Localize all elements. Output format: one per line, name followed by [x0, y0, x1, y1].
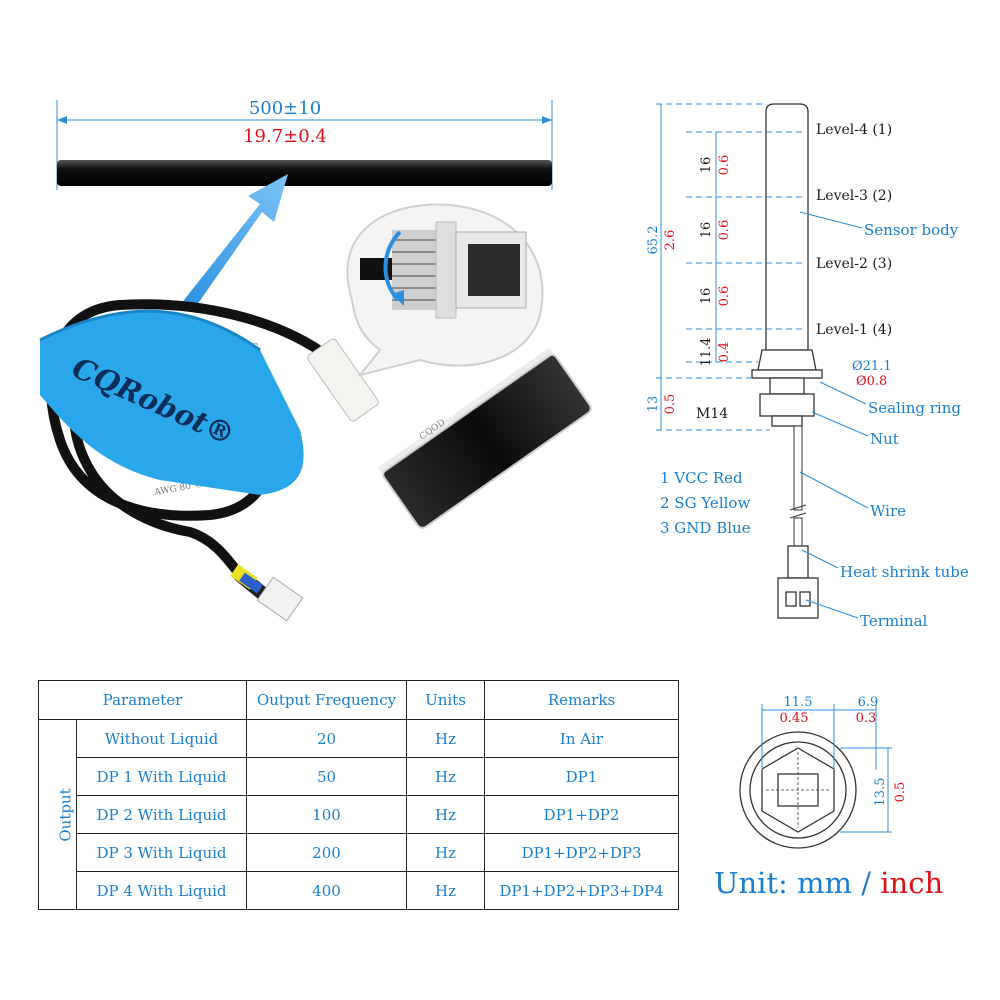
row-parameter: DP 4 With Liquid [76, 871, 247, 910]
row-remark: DP1+DP2 [484, 795, 679, 834]
svg-text:11.5: 11.5 [784, 695, 813, 710]
photo-connector [230, 564, 304, 622]
svg-text:0.45: 0.45 [780, 711, 809, 726]
technical-drawing [656, 103, 823, 619]
header-units: Units [406, 680, 485, 720]
svg-text:0.5: 0.5 [663, 394, 678, 415]
header-parameter: Parameter [38, 680, 247, 720]
svg-text:11.4: 11.4 [699, 338, 714, 367]
row-remark: In Air [484, 719, 679, 758]
svg-text:0.4: 0.4 [717, 342, 732, 363]
unit-label-inch: inch [880, 866, 944, 900]
svg-text:65.2: 65.2 [646, 226, 661, 255]
svg-text:Sealing ring: Sealing ring [868, 399, 961, 417]
svg-text:2 SG Yellow: 2 SG Yellow [660, 494, 750, 512]
svg-text:Ø21.1: Ø21.1 [852, 359, 892, 374]
svg-text:Sensor body: Sensor body [864, 221, 959, 239]
svg-text:2.6: 2.6 [663, 230, 678, 251]
svg-text:3 GND Blue: 3 GND Blue [660, 519, 751, 537]
level-labels: Level-4 (1) Level-3 (2) Level-2 (3) Leve… [816, 122, 892, 338]
row-frequency: 200 [246, 833, 407, 872]
row-unit: Hz [406, 795, 485, 834]
header-remarks: Remarks [484, 680, 679, 720]
svg-text:0.6: 0.6 [717, 220, 732, 241]
row-parameter: DP 1 With Liquid [76, 757, 247, 796]
thread-closeup [346, 203, 544, 377]
svg-text:1 VCC Red: 1 VCC Red [660, 469, 743, 487]
unit-label-mm: Unit: mm [714, 866, 853, 900]
svg-text:16: 16 [699, 222, 714, 239]
table-row: Output Without Liquid 20 Hz In Air [38, 719, 679, 910]
svg-text:0.3: 0.3 [856, 711, 877, 726]
pin-list: 1 VCC Red 2 SG Yellow 3 GND Blue [660, 469, 751, 537]
unit-label-slash: / [852, 866, 881, 900]
svg-text:Ø0.8: Ø0.8 [856, 374, 887, 389]
row-parameter: Without Liquid [76, 719, 247, 758]
svg-text:Level-2 (3): Level-2 (3) [816, 256, 892, 272]
side-dimension-labels: 65.2 2.6 16 0.6 16 0.6 16 0.6 11.4 0.4 1… [646, 155, 892, 422]
cable-length-mm: 500±10 [249, 98, 321, 119]
row-remark: DP1 [484, 757, 679, 796]
header-frequency: Output Frequency [246, 680, 407, 720]
row-parameter: DP 3 With Liquid [76, 833, 247, 872]
row-unit: Hz [406, 833, 485, 872]
row-unit: Hz [406, 719, 485, 758]
cable-length-inch: 19.7±0.4 [243, 126, 327, 147]
row-remark: DP1+DP2+DP3+DP4 [484, 871, 679, 910]
row-frequency: 50 [246, 757, 407, 796]
output-group-cell: Output [38, 719, 77, 910]
svg-text:0.6: 0.6 [717, 286, 732, 307]
table-row: DP 1 With Liquid 50 Hz DP1 [39, 757, 679, 796]
svg-text:0.6: 0.6 [717, 155, 732, 176]
cqrobot-strap: CQRobot® [39, 309, 304, 495]
row-frequency: 100 [246, 795, 407, 834]
row-frequency: 20 [246, 719, 407, 758]
svg-text:Level-3 (2): Level-3 (2) [816, 188, 892, 204]
pointer-arrow-icon [180, 174, 288, 312]
cable-segment [57, 160, 552, 186]
row-unit: Hz [406, 757, 485, 796]
svg-text:M14: M14 [696, 406, 728, 422]
svg-text:13: 13 [646, 396, 661, 413]
cable-length-dimension: 500±10 19.7±0.4 [56, 98, 553, 190]
svg-text:Level-4 (1): Level-4 (1) [816, 122, 892, 138]
svg-text:0.5: 0.5 [893, 782, 908, 803]
svg-text:6.9: 6.9 [858, 695, 879, 710]
table-row: DP 2 With Liquid 100 Hz DP1+DP2 [39, 795, 679, 834]
output-group-label: Output [56, 787, 75, 842]
row-frequency: 400 [246, 871, 407, 910]
row-parameter: DP 2 With Liquid [76, 795, 247, 834]
bottom-view-drawing [739, 704, 892, 849]
table-header-row: Parameter Output Frequency Units Remarks [38, 680, 679, 720]
svg-text:Nut: Nut [870, 430, 899, 448]
svg-text:Heat shrink tube: Heat shrink tube [840, 563, 969, 581]
table-row: DP 3 With Liquid 200 Hz DP1+DP2+DP3 [39, 833, 679, 872]
svg-text:16: 16 [699, 157, 714, 174]
bottom-dimension-labels: 11.5 0.45 6.9 0.3 13.5 0.5 [780, 695, 908, 806]
svg-text:Terminal: Terminal [860, 612, 928, 630]
svg-text:Level-1 (4): Level-1 (4) [816, 322, 892, 338]
sensor-probe-photo: CQOD [307, 338, 592, 529]
spec-table: Parameter Output Frequency Units Remarks… [38, 680, 679, 910]
part-callouts: Sensor body Sealing ring Nut Wire Heat s… [799, 211, 969, 630]
unit-label: Unit: mm / inch [714, 866, 943, 900]
row-remark: DP1+DP2+DP3 [484, 833, 679, 872]
table-row: DP 4 With Liquid 400 Hz DP1+DP2+DP3+DP4 [39, 871, 679, 910]
svg-text:Wire: Wire [870, 502, 906, 520]
svg-text:16: 16 [699, 288, 714, 305]
svg-text:13.5: 13.5 [873, 778, 888, 807]
row-unit: Hz [406, 871, 485, 910]
